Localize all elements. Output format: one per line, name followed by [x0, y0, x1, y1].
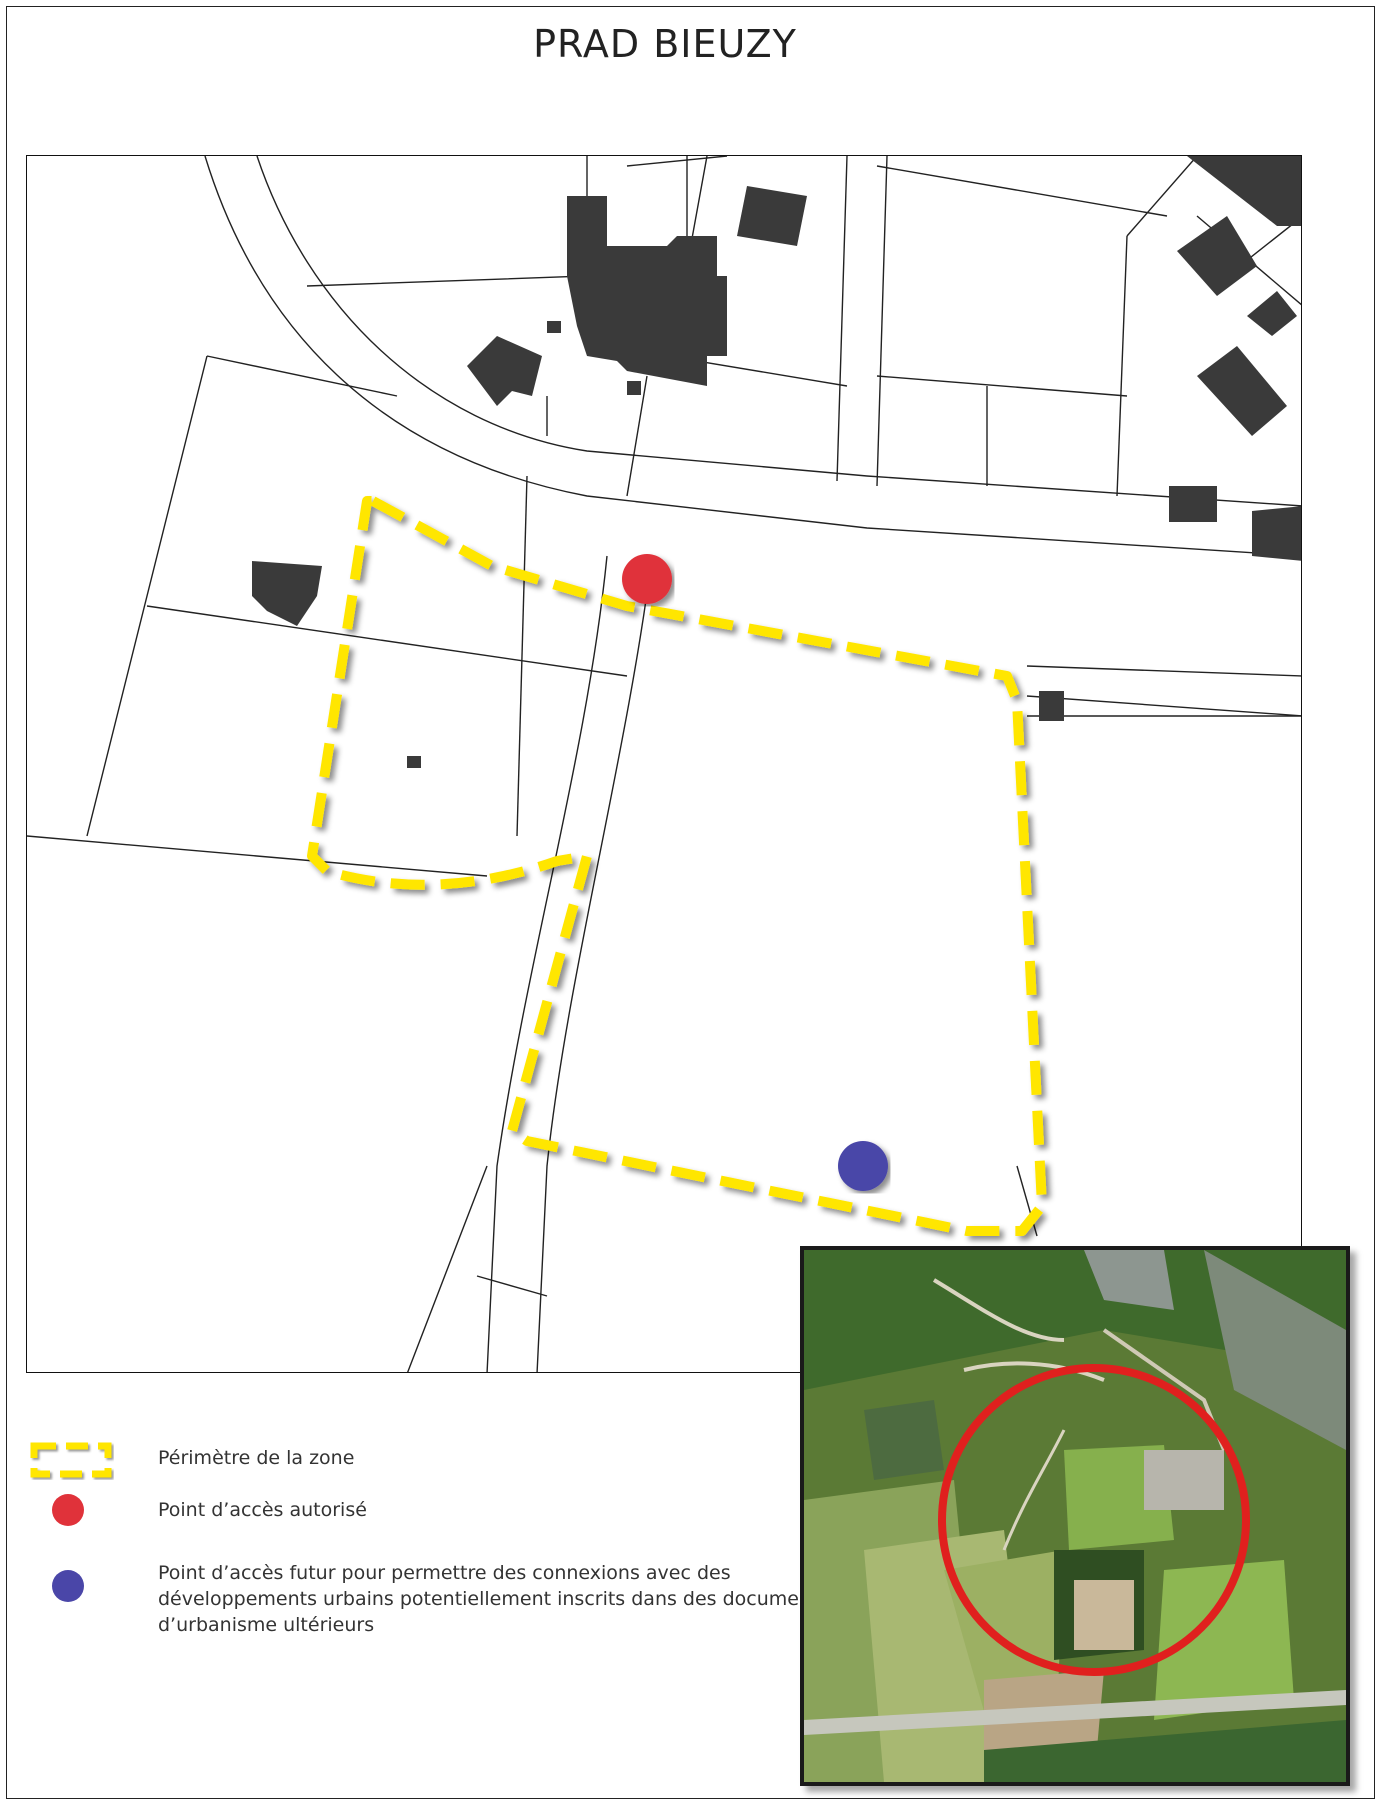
- legend-perimeter-label: Périmètre de la zone: [158, 1447, 355, 1469]
- red-dot-icon: [28, 1490, 114, 1530]
- aerial-photo-inset[interactable]: [800, 1246, 1350, 1786]
- blue-dot-icon: [28, 1560, 114, 1602]
- legend-perimeter: Périmètre de la zone: [28, 1440, 354, 1480]
- legend-future-label: Point d’accès futur pour permettre des c…: [158, 1562, 829, 1636]
- authorized-access-marker: [622, 554, 672, 604]
- cadastral-map[interactable]: [26, 155, 1302, 1373]
- future-access-marker: [838, 1141, 888, 1191]
- buildings: [252, 156, 1301, 768]
- aerial-photo-icon: [804, 1250, 1346, 1782]
- zone-perimeter: [307, 496, 1047, 1236]
- inset-zone-circle: [938, 1364, 1250, 1676]
- page-title: PRAD BIEUZY: [533, 22, 797, 66]
- map-canvas: [27, 156, 1301, 1372]
- legend-authorized-label: Point d’accès autorisé: [158, 1499, 367, 1521]
- legend-authorized: Point d’accès autorisé: [28, 1490, 367, 1530]
- perimeter-dash-icon: [28, 1440, 114, 1480]
- legend-future: Point d’accès futur pour permettre des c…: [28, 1560, 838, 1638]
